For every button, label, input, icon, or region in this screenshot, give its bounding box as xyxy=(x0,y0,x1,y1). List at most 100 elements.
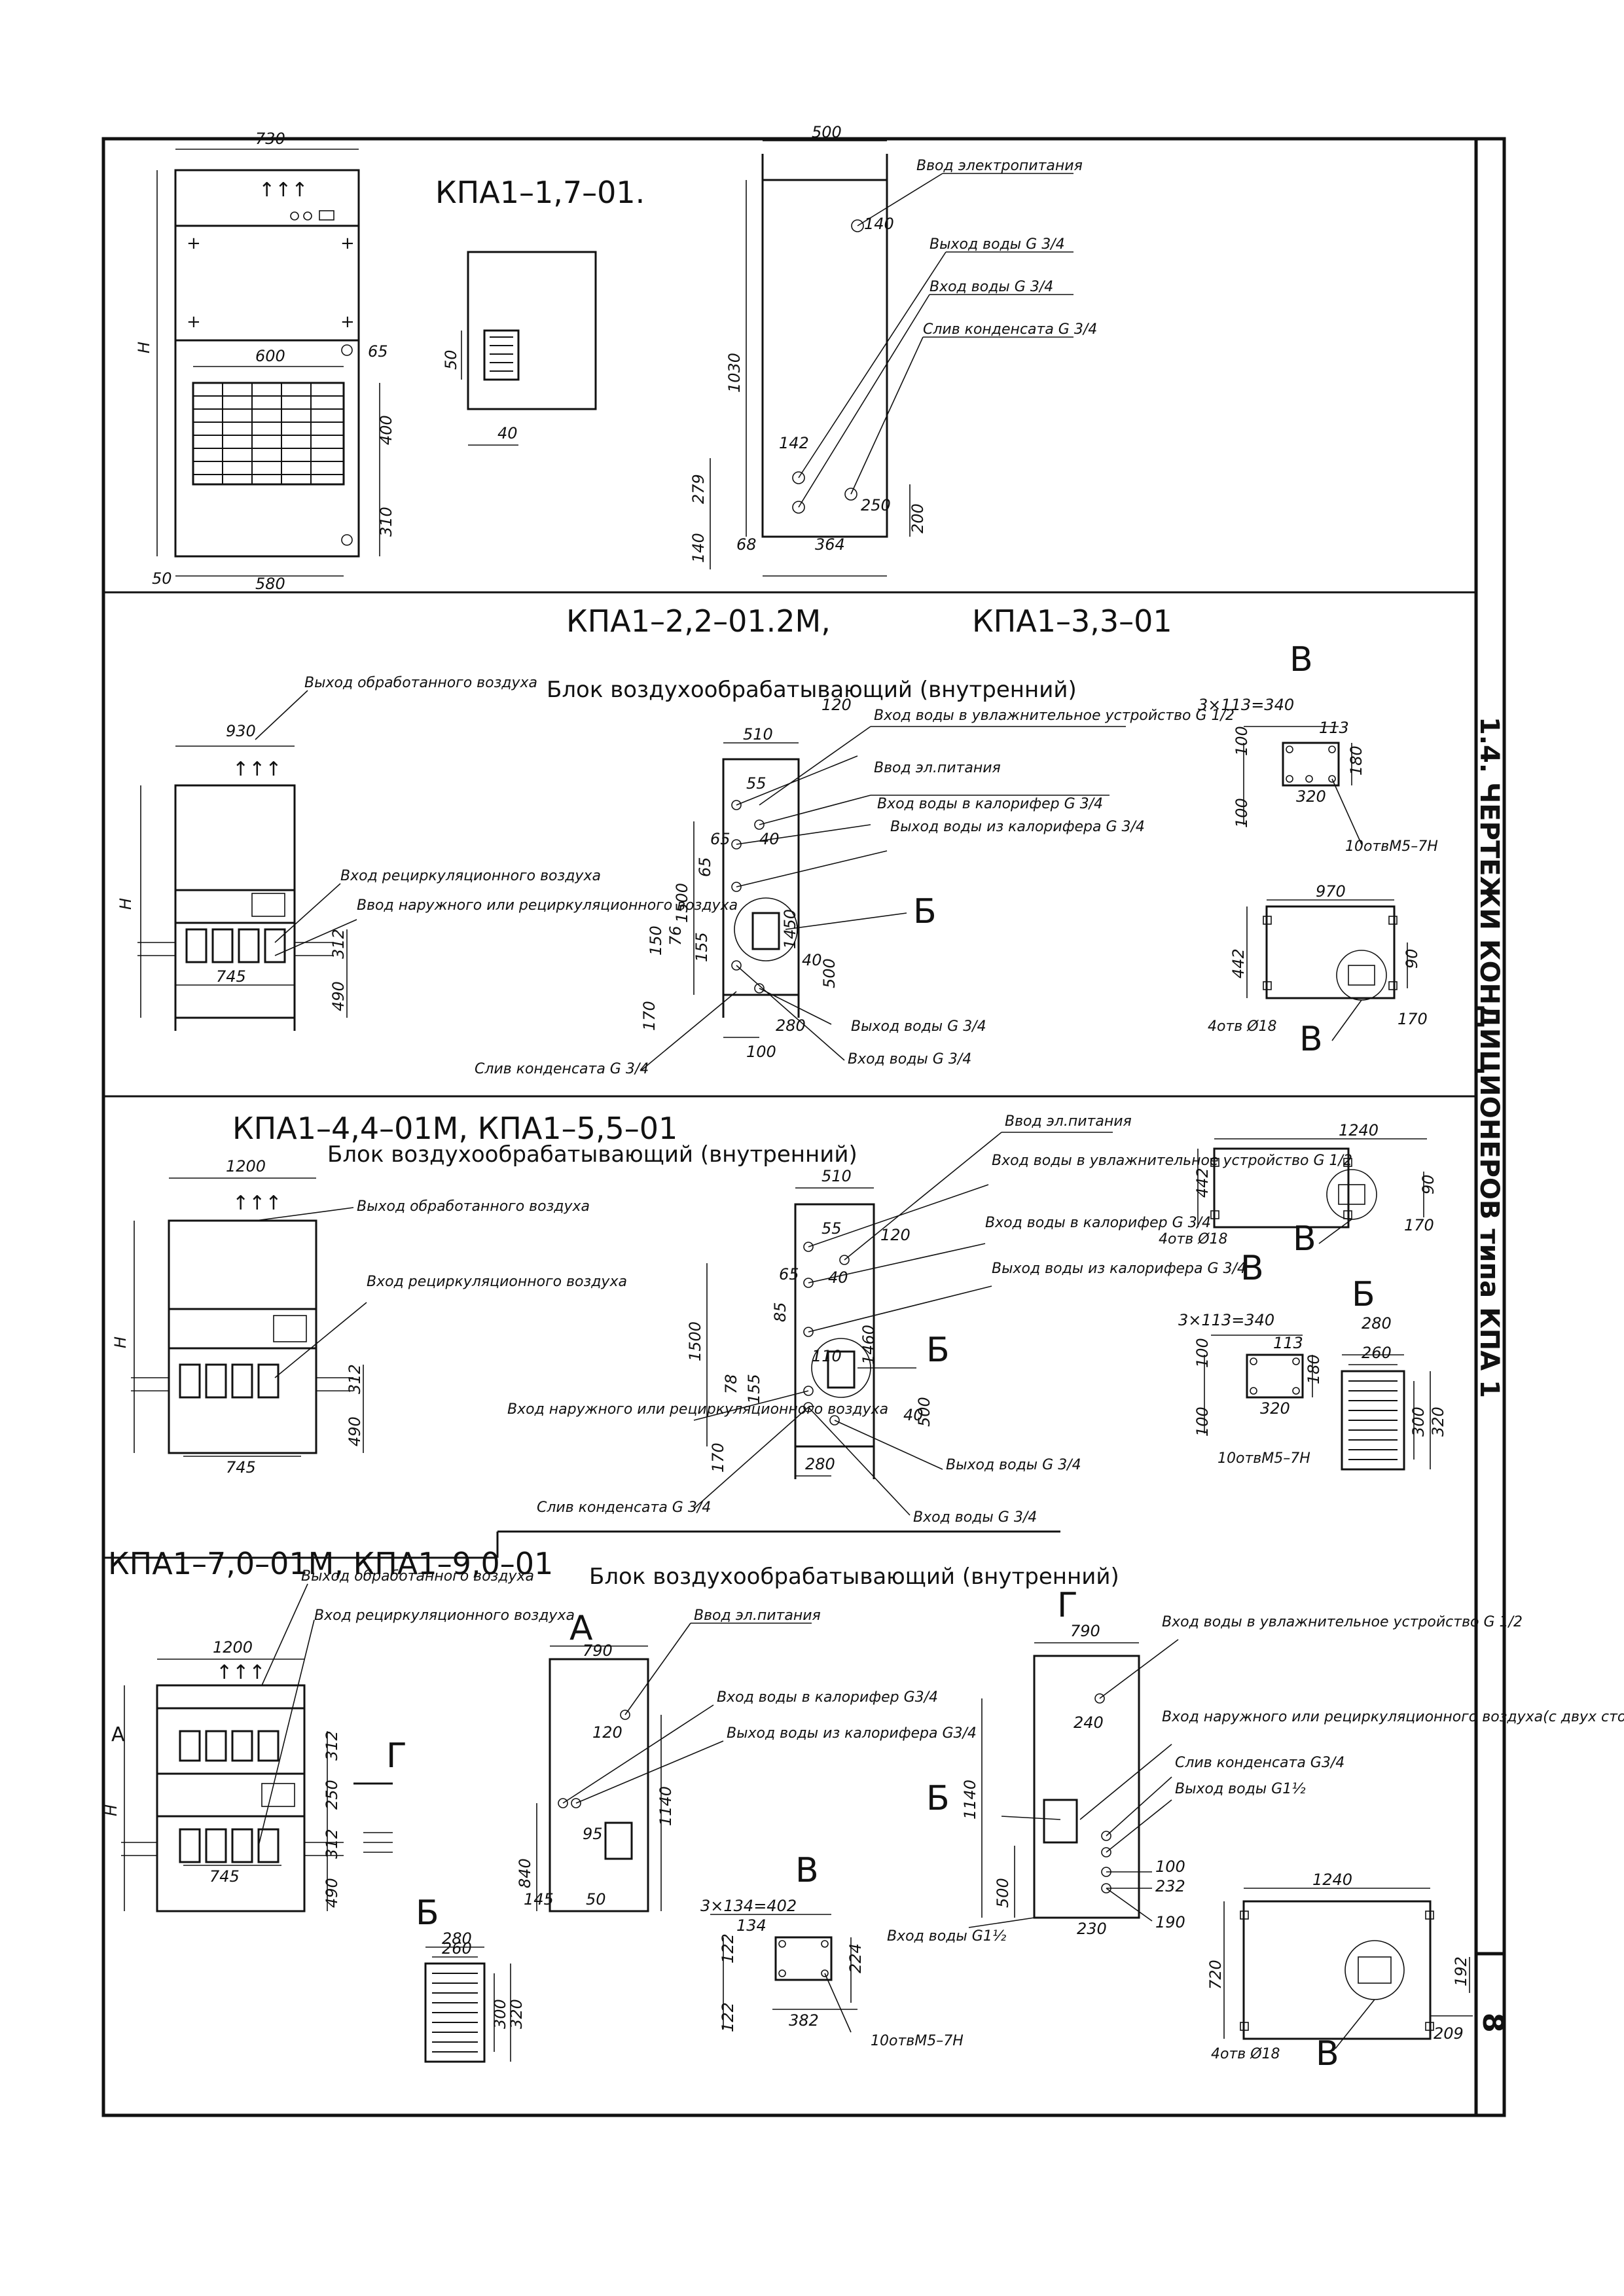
s3-dim-260: 260 xyxy=(1362,1344,1392,1362)
s3-dim-180: 180 xyxy=(1305,1354,1323,1384)
s4-view-g: Г 790 240 1140 500 100 232 xyxy=(887,1586,1624,1945)
s3-dim-85: 85 xyxy=(771,1302,789,1322)
dim-142: 142 xyxy=(779,434,809,452)
s4-dim-260: 260 xyxy=(442,1939,472,1958)
s4-dim-240: 240 xyxy=(1074,1713,1104,1732)
s3-note-condensate: Слив конденсата G 3/4 xyxy=(537,1499,711,1516)
s3-note-outlet: Выход обработанного воздуха xyxy=(357,1198,590,1215)
s2-dim-970: 970 xyxy=(1316,882,1346,901)
s4-dim-50: 50 xyxy=(586,1890,606,1909)
s2-dim-500: 500 xyxy=(820,958,839,988)
s4-dim-230: 230 xyxy=(1077,1920,1107,1938)
section4-subtitle: Блок воздухообрабатывающий (внутренний) xyxy=(589,1564,1119,1590)
s4-dim-192: 192 xyxy=(1452,1956,1470,1986)
s3-dim-1240: 1240 xyxy=(1339,1121,1379,1139)
s2-front-view: ↑↑↑ 930 H 312 490 745 Выход обработанн xyxy=(117,675,738,1031)
s2-dim-10holes: 10отвМ5–7Н xyxy=(1345,838,1438,855)
s2-note-condensate: Слив конденсата G 3/4 xyxy=(475,1061,649,1077)
s4-dim-1200: 1200 xyxy=(213,1638,253,1657)
svg-text:↑↑↑: ↑↑↑ xyxy=(216,1661,265,1684)
s4-label-b2: Б xyxy=(416,1893,439,1933)
s4-label-a: А xyxy=(569,1609,593,1648)
s2-dim-170b: 170 xyxy=(1398,1010,1428,1028)
s2-dim-4holes: 4отв Ø18 xyxy=(1208,1018,1277,1035)
s2-dim-40: 40 xyxy=(759,830,780,848)
s4-dim-145: 145 xyxy=(524,1890,554,1909)
s2-label-view-b: В xyxy=(1299,1020,1323,1059)
s4-dim-95: 95 xyxy=(583,1825,603,1843)
s2-dim-1500: 1500 xyxy=(673,883,691,923)
s2-note-water-in: Вход воды G 3/4 xyxy=(848,1051,971,1067)
page-number: 8 xyxy=(1476,2013,1509,2033)
side-title-block: 1.4. ЧЕРТЕЖИ КОНДИЦИОНЕРОВ типа КПА 1 8 xyxy=(1474,717,1509,2033)
s2-view-b: 3×113=340 113 100 100 180 320 10отвМ5–7Н… xyxy=(1198,696,1438,1059)
section1-title: КПА1–1,7–01. xyxy=(435,175,645,210)
s2-dim-65: 65 xyxy=(710,830,731,848)
s4-note-humid: Вход воды в увлажнительное устройство G … xyxy=(1162,1614,1523,1630)
s3-dim-155: 155 xyxy=(745,1374,763,1404)
s2-note-fresh: Ввод наружного или рециркуляционного воз… xyxy=(357,897,738,914)
dim-65: 65 xyxy=(368,342,388,361)
s3-side-view: 510 55 120 65 40 85 110 1460 1500 78 155… xyxy=(507,1113,1352,1526)
dim-279: 279 xyxy=(689,474,708,504)
note-water-out: Выход воды G 3/4 xyxy=(929,236,1065,253)
s4-note-condensate: Слив конденсата G3/4 xyxy=(1175,1755,1344,1771)
s2-dim-150: 150 xyxy=(647,925,665,956)
s2-note-heater-in: Вход воды в калорифер G 3/4 xyxy=(877,796,1103,812)
s4-dim-134: 134 xyxy=(736,1916,767,1935)
s2-dim-490: 490 xyxy=(329,981,348,1011)
s3-note-recirc: Вход рециркуляционного воздуха xyxy=(367,1274,627,1290)
s3-front-view: ↑↑↑ 1200 H 312 490 745 Выход обработанно… xyxy=(111,1157,627,1477)
dim-500: 500 xyxy=(812,123,842,141)
s4-note-heater-out: Выход воды из калорифера G3/4 xyxy=(727,1725,977,1742)
s3-note-fresh: Вход наружного или рециркуляционного воз… xyxy=(507,1401,888,1418)
s3-view-v: 3×113=340 113 100 180 100 320 10отвМ5–7Н xyxy=(1178,1311,1323,1467)
s3-dim-490: 490 xyxy=(346,1416,364,1446)
s3-dim-55: 55 xyxy=(821,1219,842,1238)
s2-dim-100c: 100 xyxy=(1233,798,1251,828)
s3-dim-40b: 40 xyxy=(903,1406,924,1424)
s4-dim-1140b: 1140 xyxy=(961,1780,979,1820)
s2-dim-1450: 1450 xyxy=(781,909,799,949)
dim-h: H xyxy=(135,342,153,353)
section2-title-left: КПА1–2,2–01.2М, xyxy=(566,603,831,639)
s3-view-b-top: 1240 442 90 170 4отв Ø18 В В xyxy=(1159,1121,1437,1288)
s4-label-v2: В xyxy=(1316,2034,1339,2073)
s3-dim-1460: 1460 xyxy=(859,1325,878,1365)
s3-dim-100b: 100 xyxy=(1193,1407,1212,1437)
s4-dim-312a: 312 xyxy=(323,1731,341,1761)
s4-label-v: В xyxy=(795,1851,819,1890)
section2-view-b: В xyxy=(1290,640,1313,679)
s4-dim-250: 250 xyxy=(323,1780,341,1810)
svg-text:↑↑↑: ↑↑↑ xyxy=(232,1192,281,1215)
s4-dim-3x134: 3×134=402 xyxy=(700,1897,797,1915)
s4-view-b-grille: Б 280 260 300 320 xyxy=(416,1893,526,2063)
s4-dim-122a: 122 xyxy=(719,1933,737,1964)
dim-200: 200 xyxy=(909,503,927,533)
s4-note-outlet: Выход обработанного воздуха xyxy=(301,1568,534,1585)
s2-dim-170: 170 xyxy=(640,1001,659,1031)
s2-dim-120: 120 xyxy=(821,696,852,714)
s4-dim-224: 224 xyxy=(846,1943,865,1973)
s3-dim-500: 500 xyxy=(915,1397,933,1427)
sheet-frame xyxy=(101,137,1506,2117)
s3-dim-110: 110 xyxy=(812,1347,842,1365)
s3-dim-280: 280 xyxy=(1362,1314,1392,1333)
dim-140b: 140 xyxy=(689,533,708,563)
s2-label-b2: Б xyxy=(913,892,937,931)
s4-dim-490: 490 xyxy=(323,1878,341,1908)
s4-dim-790: 790 xyxy=(583,1641,613,1660)
s4-dim-840: 840 xyxy=(516,1858,534,1888)
s3-dim-h: H xyxy=(111,1336,130,1348)
s2-note-outlet: Выход обработанного воздуха xyxy=(304,675,537,691)
note-condensate: Слив конденсата G 3/4 xyxy=(923,321,1097,338)
s3-dim-320g: 320 xyxy=(1429,1407,1447,1437)
s4-note-water-in: Вход воды G1½ xyxy=(887,1928,1006,1945)
s4-note-heater-in: Вход воды в калорифер G3/4 xyxy=(717,1689,938,1706)
dim-580: 580 xyxy=(255,575,285,593)
s4-dim-h: H xyxy=(102,1804,120,1816)
section-kpa1-7-0: КПА1–7,0–01М, КПА1–9,0–01 Блок воздухооб… xyxy=(102,1546,1624,2073)
s4-view-v-top: 1240 720 192 209 4отв Ø18 В xyxy=(1206,1871,1473,2073)
dim-250: 250 xyxy=(861,496,891,514)
